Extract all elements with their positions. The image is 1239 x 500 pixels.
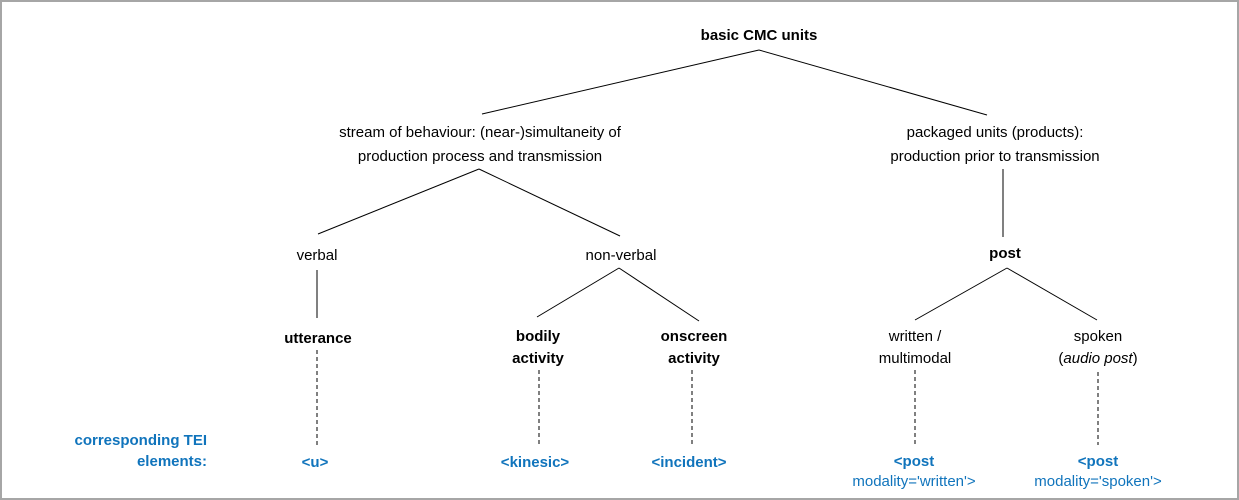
node-label: post [989,245,1021,262]
tei-label: <incident> [651,454,727,471]
node-post: post [989,242,1021,265]
tei-element-incident: <incident> [651,453,726,473]
node-label-line1: packaged units (products): [906,124,1084,141]
node-label-line2: production prior to transmission [890,148,1100,165]
node-packaged-units: packaged units (products): production pr… [890,121,1099,169]
node-label-line2: activity [668,350,720,367]
node-label-line2: multimodal [878,350,952,367]
tei-caption: corresponding TEI elements: [42,430,207,472]
node-label-line1: bodily [515,328,561,345]
node-label-line1: written / [888,328,942,345]
tei-label-line2: modality='spoken'> [1034,473,1162,490]
node-non-verbal: non-verbal [586,244,657,267]
tei-label-line2: modality='written'> [852,473,976,490]
node-written-multimodal: written / multimodal [879,326,952,370]
node-label-line1: onscreen [660,328,728,345]
tei-label: <u> [301,454,329,471]
node-label-line1: stream of behaviour: (near-)simultaneity… [339,124,621,141]
paren-open: ( [1058,350,1064,367]
node-basic-cmc-units: basic CMC units [701,24,818,47]
node-label-line2: production process and transmission [357,148,603,165]
tei-element-post-written: <post modality='written'> [852,452,975,492]
node-onscreen-activity: onscreen activity [661,326,728,370]
audio-post-italic: audio post [1063,350,1133,367]
node-label: basic CMC units [700,27,818,44]
tei-element-post-spoken: <post modality='spoken'> [1034,452,1161,492]
node-label: verbal [296,247,338,264]
node-label-line2: (audio post) [1058,348,1137,370]
node-bodily-activity: bodily activity [512,326,564,370]
tei-label-line1: <post [1077,453,1119,470]
tei-label: <kinesic> [500,454,570,471]
node-label: utterance [284,330,352,347]
node-label-line2: activity [512,350,564,367]
node-spoken-audio-post: spoken (audio post) [1058,326,1137,370]
tei-element-kinesic: <kinesic> [501,453,569,473]
tei-caption-line2: elements: [136,453,207,470]
node-verbal: verbal [297,244,338,267]
node-utterance: utterance [284,327,352,350]
node-label: non-verbal [585,247,657,264]
paren-close: ) [1132,350,1138,367]
tei-caption-line1: corresponding TEI [74,432,207,449]
node-label-line1: spoken [1073,328,1123,345]
tei-element-u: <u> [302,453,329,473]
node-stream-of-behaviour: stream of behaviour: (near-)simultaneity… [339,121,621,169]
tei-label-line1: <post [893,453,935,470]
